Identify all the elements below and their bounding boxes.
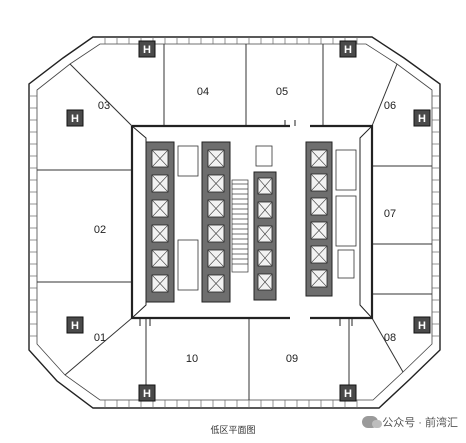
elevator-icon: [257, 201, 273, 219]
elevator-icon: [310, 221, 328, 240]
elevator-icon: [310, 269, 328, 288]
svg-text:H: H: [143, 44, 151, 56]
elevator-icon: [151, 149, 169, 168]
core-outline: [130, 124, 374, 320]
service-rooms: [177, 145, 357, 291]
elevator-icon: [207, 224, 225, 243]
unit-label-10: 10: [186, 353, 198, 365]
elevator-icon: [257, 273, 273, 291]
unit-label-05: 05: [276, 86, 288, 98]
elevator-icon: [151, 224, 169, 243]
svg-text:H: H: [143, 388, 151, 400]
elevator-icon: [310, 197, 328, 216]
h-column-icon: H: [66, 109, 84, 127]
elevator-icon: [207, 149, 225, 168]
elevator-icon: [257, 177, 273, 195]
h-column-icon: H: [413, 109, 431, 127]
h-column-icon: H: [66, 316, 84, 334]
unit-label-03: 03: [98, 100, 110, 112]
unit-label-01: 01: [94, 332, 106, 344]
elevator-icon: [207, 274, 225, 293]
plan-caption: 低区平面图: [210, 425, 256, 435]
h-column-icon: H: [138, 384, 156, 402]
facade-mullions: [29, 37, 440, 408]
elevator-icon: [207, 249, 225, 268]
h-column-icon: H: [413, 316, 431, 334]
elevator-icon: [257, 225, 273, 243]
elevator-icon: [310, 245, 328, 264]
svg-text:H: H: [418, 113, 426, 125]
svg-text:H: H: [344, 44, 352, 56]
svg-text:H: H: [418, 320, 426, 332]
unit-label-02: 02: [94, 224, 106, 236]
svg-text:H: H: [71, 113, 79, 125]
h-column-icon: H: [138, 40, 156, 58]
outer-slab: [28, 36, 441, 409]
unit-label-04: 04: [197, 86, 209, 98]
elevator-icon: [310, 149, 328, 168]
unit-partitions: [37, 44, 432, 400]
unit-label-09: 09: [286, 353, 298, 365]
svg-text:H: H: [71, 320, 79, 332]
door-openings: [139, 120, 353, 326]
elevator-icon: [207, 174, 225, 193]
watermark: 公众号 · 前湾汇: [362, 414, 458, 430]
elevator-icon: [151, 274, 169, 293]
stair-icon: [231, 179, 249, 273]
unit-label-06: 06: [384, 100, 396, 112]
elevator-icon: [151, 249, 169, 268]
elevator-icon: [151, 199, 169, 218]
wechat-icon: [362, 416, 383, 428]
h-column-icon: H: [339, 384, 357, 402]
elevator-icon: [151, 174, 169, 193]
unit-label-08: 08: [384, 332, 396, 344]
elevator-icon: [310, 173, 328, 192]
h-column-icon: H: [339, 40, 357, 58]
elevator-icon: [257, 249, 273, 267]
elevator-icon: [207, 199, 225, 218]
unit-label-07: 07: [384, 208, 396, 220]
watermark-text: 公众号 · 前湾汇: [382, 417, 458, 429]
svg-text:H: H: [344, 388, 352, 400]
elevator-cars: [151, 149, 328, 293]
